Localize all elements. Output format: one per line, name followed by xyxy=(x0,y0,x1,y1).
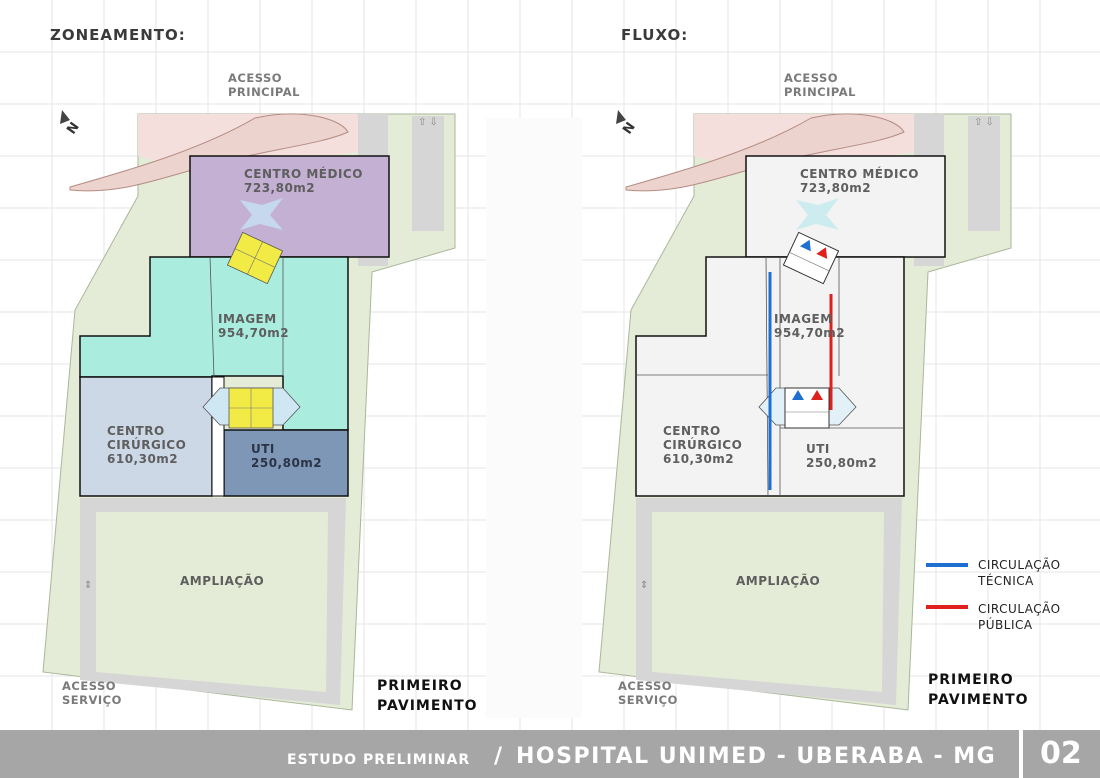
panel-divider xyxy=(486,118,582,718)
expansion-area xyxy=(96,512,328,692)
service-arrow-right: ⇕ xyxy=(640,580,648,591)
hall-upper-right xyxy=(796,198,839,230)
zone-centro-medico xyxy=(189,155,390,258)
vertical-core-lower-right xyxy=(784,387,830,429)
expansion-label-right: AMPLIAÇÃO xyxy=(736,574,821,588)
footer-subtitle: ESTUDO PRELIMINAR xyxy=(287,752,471,768)
vertical-core-lower xyxy=(228,387,274,429)
page-number: 02 xyxy=(1040,736,1082,771)
title-block: ESTUDO PRELIMINAR / HOSPITAL UNIMED - UB… xyxy=(0,730,1100,778)
legend-technical-swatch xyxy=(926,563,968,567)
expansion-area-right xyxy=(652,512,884,692)
flow-plan: ⇧ ⇩ ⇕ xyxy=(598,110,1012,711)
zoning-plan: ⇧ ⇩ ⇕ xyxy=(42,110,456,711)
parking-strip-right xyxy=(968,116,1000,231)
entry-arrows: ⇧ ⇩ xyxy=(418,117,438,128)
entry-arrows-right: ⇧ ⇩ xyxy=(974,117,994,128)
entrance-ramp xyxy=(69,113,349,192)
zoning-heading: ZONEAMENTO: xyxy=(50,26,186,44)
zone-uti xyxy=(223,429,349,497)
hall-upper xyxy=(240,198,283,230)
expansion-label: AMPLIAÇÃO xyxy=(180,574,265,588)
flow-label-centro-cirurgico: CENTRO CIRÚRGICO 610,30m2 xyxy=(663,424,743,466)
flow-heading: FLUXO: xyxy=(621,26,689,44)
zone-label-centro-cirurgico: CENTRO CIRÚRGICO 610,30m2 xyxy=(107,424,187,466)
footer-title: HOSPITAL UNIMED - UBERABA - MG xyxy=(516,744,997,769)
footer-divider xyxy=(1019,730,1023,778)
vertical-core-upper xyxy=(226,231,284,285)
entrance-ramp-right xyxy=(625,113,905,192)
legend-public-swatch xyxy=(926,605,968,609)
north-arrow xyxy=(60,110,70,124)
block-centro-medico xyxy=(745,155,946,258)
parking-strip xyxy=(412,116,444,231)
vertical-core-upper-right xyxy=(782,231,840,285)
footer-slash: / xyxy=(494,744,503,769)
zone-imagem xyxy=(79,256,349,431)
service-arrow: ⇕ xyxy=(84,580,92,591)
zone-centro-cirurgico xyxy=(79,376,213,497)
north-arrow-right xyxy=(616,110,626,124)
